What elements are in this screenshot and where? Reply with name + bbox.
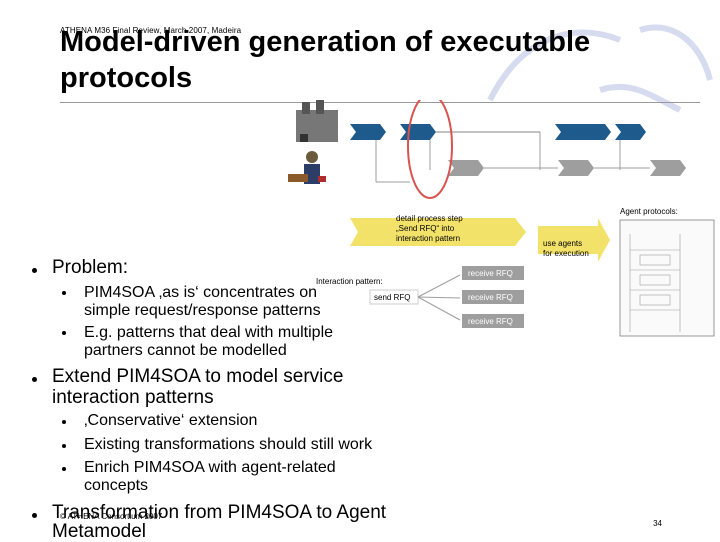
bullet-extend-line2: interaction patterns [52, 387, 214, 408]
bullet-dot [32, 513, 37, 518]
callout-right-line-2: for execution [543, 249, 589, 258]
flow-arrow-4 [615, 124, 646, 140]
bullet-dot [32, 377, 37, 382]
flow-arrow-gray-3 [650, 160, 686, 176]
agent-protocols-label: Agent protocols: [620, 207, 678, 216]
page-number: 34 [653, 519, 662, 528]
flow-arrow-gray-1 [448, 160, 484, 176]
receive-rfq-box-3 [462, 314, 524, 328]
bullet-problem-sub2-line2: partners cannot be modelled [84, 342, 287, 359]
callout-left-line-2: „Send RFQ“ into [396, 224, 455, 233]
page-title: Model-driven generation of executable pr… [60, 24, 700, 96]
bullet-extend-sub2: Existing transformations should still wo… [84, 436, 373, 453]
flow-arrow-2 [400, 124, 436, 140]
flow-arrow-3 [555, 124, 611, 140]
title-divider [60, 102, 700, 103]
bullet-extend-sub3-line1: Enrich PIM4SOA with agent-related [84, 459, 336, 476]
bullet-problem-sub1-line2: simple request/response patterns [84, 302, 321, 319]
header-meta: ATHENA M36 Final Review, March 2007, Mad… [60, 26, 242, 35]
callout-left-line-3: interaction pattern [396, 234, 460, 243]
bullet-transform-line2: Metamodel [52, 521, 146, 542]
bullet-dot [62, 467, 66, 471]
bullet-problem: Problem: [52, 257, 129, 278]
highlight-ellipse [407, 100, 453, 199]
receive-rfq-box-1 [462, 266, 524, 280]
agent-protocol-diagram [619, 219, 715, 337]
process-flow [350, 124, 686, 183]
process-diagram: detail process step „Send RFQ“ into inte… [288, 100, 715, 337]
bullet-dot [32, 268, 37, 273]
bullet-dot [62, 291, 66, 295]
bullet-problem-sub1-line1: PIM4SOA ‚as is‘ concentrates on [84, 284, 317, 301]
flow-arrow-1 [350, 124, 386, 140]
bullet-extend-line1: Extend PIM4SOA to model service [52, 366, 344, 387]
detail-callout-arrow [350, 218, 526, 246]
receive-rfq-label-2: receive RFQ [468, 293, 513, 302]
worker-icon [288, 151, 326, 184]
receive-rfq-label-3: receive RFQ [468, 317, 513, 326]
execution-callout-arrow [538, 218, 610, 262]
watermark-decoration [487, 24, 713, 113]
factory-icon [296, 100, 338, 142]
interaction-pattern-label: Interaction pattern: [316, 277, 383, 286]
bullet-dot [62, 420, 66, 424]
receive-rfq-box-2 [462, 290, 524, 304]
bullet-transform-line1: Transformation from PIM4SOA to Agent [52, 502, 387, 523]
bullet-extend-sub1: ‚Conservative‘ extension [84, 412, 258, 429]
bullet-problem-sub2-line1: E.g. patterns that deal with multiple [84, 324, 334, 341]
flow-arrow-gray-2 [558, 160, 594, 176]
bullet-dot [62, 331, 66, 335]
callout-left-line-1: detail process step [396, 214, 463, 223]
send-rfq-label: send RFQ [374, 293, 410, 302]
callout-right-line-1: use agents [543, 239, 582, 248]
title-line-2: protocols [60, 62, 193, 94]
footer-copyright: © ATHENA Consortium 2007 [60, 512, 163, 521]
bullet-dot [62, 444, 66, 448]
bullet-extend-sub3-line2: concepts [84, 477, 149, 494]
title-line-1: Model-driven generation of executable [60, 26, 591, 58]
receive-rfq-label-1: receive RFQ [468, 269, 513, 278]
